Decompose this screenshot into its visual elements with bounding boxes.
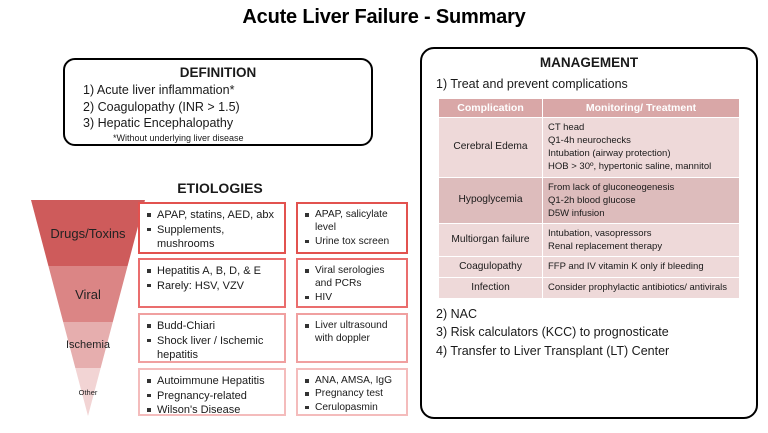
definition-item-1: 1) Acute liver inflammation*: [83, 83, 235, 97]
funnel-segment-label: Ischemia: [65, 339, 111, 351]
definition-card: DEFINITION 1) Acute liver inflammation* …: [63, 58, 373, 146]
funnel-segment-label: Viral: [75, 286, 101, 302]
list-item: HIV: [304, 291, 401, 304]
table-header-treatment: Monitoring/ Treatment: [542, 98, 740, 119]
definition-footnote: *Without underlying liver disease: [113, 132, 244, 143]
list-item: Autoimmune Hepatitis: [146, 374, 279, 389]
management-heading: MANAGEMENT: [539, 55, 639, 70]
list-item: ANA, AMSA, IgG: [304, 374, 401, 387]
table-cell-complication: Hypoglycemia: [438, 176, 543, 224]
management-item-4: 4) Transfer to Liver Transplant (LT) Cen…: [436, 343, 670, 358]
list-item: Liver ultrasound with doppler: [304, 319, 401, 346]
page-title: Acute Liver Failure - Summary: [242, 6, 526, 28]
list-item: Shock liver / Ischemic hepatitis: [146, 334, 279, 363]
table-header-row: Complication Monitoring/ Treatment: [438, 98, 740, 119]
management-card: MANAGEMENT 1) Treat and prevent complica…: [420, 47, 758, 419]
management-item-2: 2) NAC: [436, 307, 477, 322]
funnel-segment-label: Drugs/Toxins: [50, 225, 126, 241]
definition-item-2: 2) Coagulopathy (INR > 1.5): [83, 99, 240, 114]
list-item: Budd-Chiari: [146, 319, 279, 334]
table-header-complication: Complication: [438, 98, 543, 119]
list-item: Pregnancy-related: [146, 389, 279, 404]
table-cell-complication: Multiorgan failure: [438, 222, 543, 258]
list-item: Wilson's Disease: [146, 403, 279, 418]
table-cell-treatment: FFP and IV vitamin K only if bleeding: [542, 256, 740, 279]
management-item-1: 1) Treat and prevent complications: [436, 77, 628, 91]
table-cell-complication: Coagulopathy: [438, 256, 543, 279]
list-item: Pregnancy test: [304, 387, 401, 400]
etiologies-heading: ETIOLOGIES: [177, 180, 263, 196]
list-item: APAP, salicylate level: [304, 208, 401, 235]
list-item: Cerulopasmin: [304, 401, 401, 414]
table-cell-treatment: Consider prophylactic antibiotics/ antiv…: [542, 277, 740, 300]
management-item-3: 3) Risk calculators (KCC) to prognostica…: [436, 325, 669, 340]
list-item: Hepatitis A, B, D, & E: [146, 264, 279, 279]
funnel-segment: Ischemia: [31, 322, 145, 368]
funnel-segment: Drugs/Toxins: [31, 200, 145, 266]
table-cell-complication: Cerebral Edema: [438, 117, 543, 178]
etiology-tests-box: Liver ultrasound with doppler: [296, 313, 408, 363]
definition-item-3: 3) Hepatic Encephalopathy: [83, 116, 234, 131]
list-item: Rarely: HSV, VZV: [146, 279, 279, 294]
table-cell-complication: Infection: [438, 277, 543, 300]
list-item: Viral serologies and PCRs: [304, 264, 401, 291]
funnel-segment: Viral: [31, 266, 145, 322]
funnel-segment: Other: [31, 368, 145, 416]
management-table: Complication Monitoring/ Treatment Cereb…: [438, 98, 740, 300]
definition-heading: DEFINITION: [179, 65, 257, 80]
list-item: Urine tox screen: [304, 235, 401, 248]
list-item: Supplements, mushrooms: [146, 223, 279, 252]
list-item: APAP, statins, AED, abx: [146, 208, 279, 223]
funnel-segment-label: Other: [78, 387, 98, 397]
